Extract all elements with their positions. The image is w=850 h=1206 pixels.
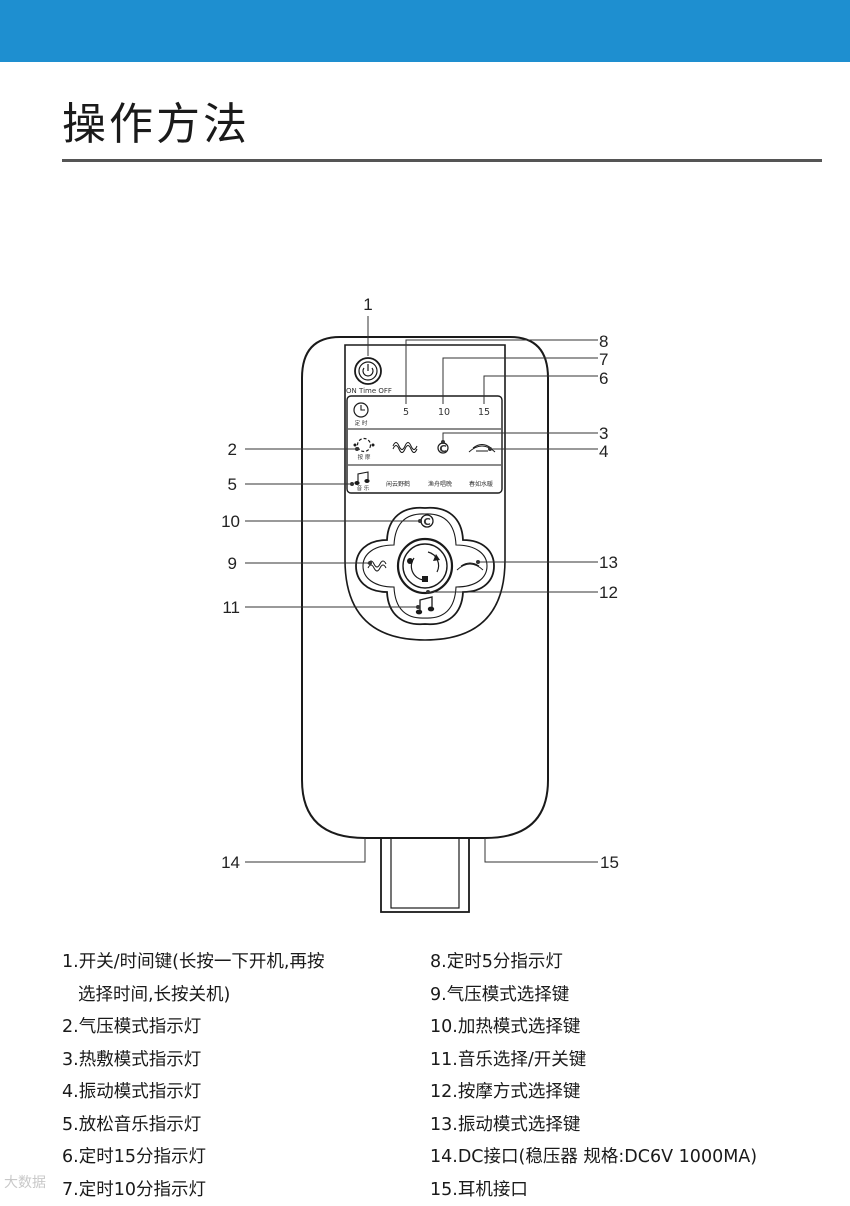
legend-item-2: 2.气压模式指示灯 [62,1011,382,1044]
massage-indicator-icon [358,439,371,452]
callout-1: 1 [363,295,372,314]
music-indicator-label: 音 乐 [357,484,370,492]
legend-item-3: 3.热敷模式指示灯 [62,1044,382,1077]
callout-15: 15 [600,853,619,872]
music-option-1: 闲云野鹤 [386,480,410,488]
legend-item-9: 9.气压模式选择键 [430,979,830,1012]
callout-7: 7 [599,350,608,369]
callout-12: 12 [599,583,618,602]
legend-item-4: 4.振动模式指示灯 [62,1076,382,1109]
legend-item-8: 8.定时5分指示灯 [430,946,830,979]
legend-item-13: 13.振动模式选择键 [430,1109,830,1142]
vibration-button-icon [457,563,483,570]
remote-diagram: C C ON Time OFF 5 10 15 定 时 按 摩 音 乐 闲云野鹤… [0,0,850,940]
callout-13: 13 [599,553,618,572]
legend-item-1: 1.开关/时间键(长按一下开机,再按 [62,946,382,979]
legend-left-column: 1.开关/时间键(长按一下开机,再按 选择时间,长按关机) 2.气压模式指示灯 … [62,946,382,1206]
callout-6: 6 [599,369,608,388]
timer-5-label: 5 [403,407,409,418]
legend-item-5: 5.放松音乐指示灯 [62,1109,382,1142]
timer-15-label: 15 [478,407,490,418]
massage-mode-button [398,539,452,593]
music-option-2: 渔舟唱晚 [428,480,452,488]
callout-8: 8 [599,332,608,351]
legend-item-10: 10.加热模式选择键 [430,1011,830,1044]
callout-9: 9 [228,554,237,573]
callout-3: 3 [599,424,608,443]
massage-indicator-label: 按 摩 [358,453,371,461]
callout-5: 5 [228,475,237,494]
callout-4: 4 [599,442,608,461]
timer-indicator-label: 定 时 [355,419,368,427]
legend-item-15: 15.耳机接口 [430,1174,830,1206]
callout-11: 11 [222,598,240,617]
timer-10-label: 10 [438,407,450,418]
dc-connector [381,838,469,912]
legend-item-7: 7.定时10分指示灯 [62,1174,382,1206]
air-pressure-indicator-icon [393,443,417,453]
callout-14: 14 [221,853,240,872]
music-option-3: 春如水暖 [469,480,493,488]
power-label: ON Time OFF [346,387,392,395]
legend-item-14: 14.DC接口(稳压器 规格:DC6V 1000MA) [430,1141,830,1174]
legend-right-column: 8.定时5分指示灯 9.气压模式选择键 10.加热模式选择键 11.音乐选择/开… [430,946,830,1206]
legend-item-11: 11.音乐选择/开关键 [430,1044,830,1077]
callout-10: 10 [221,512,240,531]
legend-item-1-cont: 选择时间,长按关机) [62,979,382,1012]
legend-item-12: 12.按摩方式选择键 [430,1076,830,1109]
svg-text:C: C [423,517,430,528]
svg-text:C: C [439,444,446,455]
watermark: 大数据 [4,1172,46,1192]
legend-item-6: 6.定时15分指示灯 [62,1141,382,1174]
callout-2: 2 [228,440,237,459]
